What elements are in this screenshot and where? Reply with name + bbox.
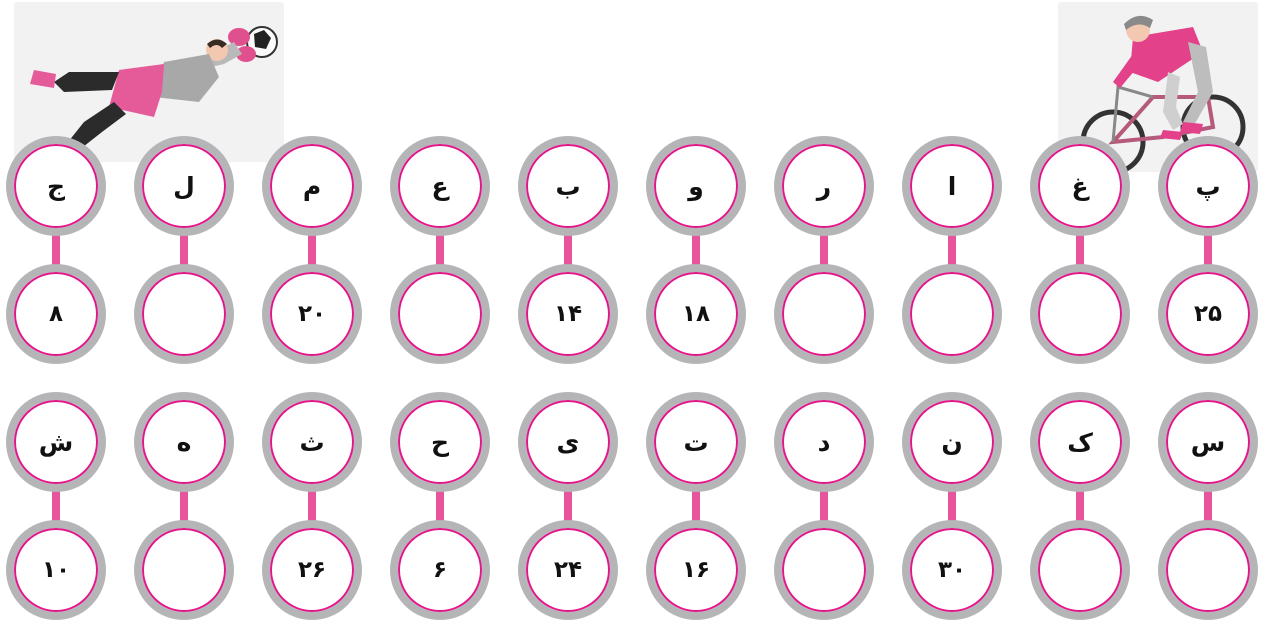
connector-bottom [948,491,956,521]
connector-bottom [820,491,828,521]
number-label: ۳۰ [938,559,966,582]
number-circle[interactable] [1030,520,1130,620]
letter-label: و [688,174,704,199]
number-label: ۱۸ [682,303,710,326]
letter-circle: ه [134,392,234,492]
letter-label: ح [431,430,449,455]
number-circle[interactable]: ۲۴ [518,520,618,620]
letter-circle: س [1158,392,1258,492]
letter-label: ع [431,174,448,199]
number-circle[interactable]: ۲۵ [1158,264,1258,364]
letter-label: پ [1195,174,1220,199]
letter-circle: ح [390,392,490,492]
letter-circle: ث [262,392,362,492]
connector-top [180,235,188,265]
connector-bottom [52,491,60,521]
letter-label: ی [557,430,580,455]
letter-label: ت [683,430,708,455]
number-circle[interactable]: ۶ [390,520,490,620]
connector-bottom [692,491,700,521]
letter-circle: ل [134,136,234,236]
letter-circle: پ [1158,136,1258,236]
connector-top [820,235,828,265]
connector-bottom [564,491,572,521]
connector-top [564,235,572,265]
number-circle[interactable]: ۲۰ [262,264,362,364]
number-circle[interactable] [134,520,234,620]
number-circle[interactable]: ۱۸ [646,264,746,364]
letter-label: ن [941,430,962,455]
number-circle[interactable]: ۲۶ [262,520,362,620]
letter-circle: ب [518,136,618,236]
number-circle[interactable]: ۱۰ [6,520,106,620]
letter-label: ه [177,430,192,455]
connector-top [52,235,60,265]
connector-bottom [308,491,316,521]
letter-label: ش [39,430,74,455]
number-label: ۱۴ [554,303,582,326]
letter-label: س [1191,430,1226,455]
number-label: ۲۴ [554,559,582,582]
letter-label: ا [948,174,957,199]
letter-circle: ت [646,392,746,492]
letter-label: م [303,174,321,199]
letter-circle: ش [6,392,106,492]
letter-circle: ر [774,136,874,236]
letter-circle: ا [902,136,1002,236]
number-circle[interactable]: ۳۰ [902,520,1002,620]
number-circle[interactable]: ۸ [6,264,106,364]
connector-top [308,235,316,265]
number-circle[interactable] [1030,264,1130,364]
letter-circle: ج [6,136,106,236]
number-label: ۲۰ [298,303,326,326]
number-label: ۶ [433,559,447,582]
number-label: ۸ [49,303,63,326]
number-circle[interactable] [902,264,1002,364]
connector-top [436,235,444,265]
letter-label: ک [1067,430,1093,455]
number-label: ۲۵ [1194,303,1222,326]
connector-top [1076,235,1084,265]
number-circle[interactable] [390,264,490,364]
connector-top [948,235,956,265]
connector-top [692,235,700,265]
number-circle[interactable] [774,520,874,620]
letter-circle: ع [390,136,490,236]
letter-circle: و [646,136,746,236]
letter-label: ج [47,174,65,199]
letter-label: ر [817,174,831,199]
letter-label: ث [299,430,324,455]
number-circle[interactable]: ۱۴ [518,264,618,364]
number-circle[interactable]: ۱۶ [646,520,746,620]
number-circle[interactable] [134,264,234,364]
connector-bottom [180,491,188,521]
number-label: ۲۶ [298,559,326,582]
number-circle[interactable] [1158,520,1258,620]
letter-label: ل [173,174,195,199]
number-circle[interactable] [774,264,874,364]
connector-bottom [1204,491,1212,521]
letter-label: ب [555,174,580,199]
number-label: ۱۶ [682,559,710,582]
number-label: ۱۰ [42,559,70,582]
letter-label: د [818,430,831,455]
connector-bottom [1076,491,1084,521]
letter-circle: م [262,136,362,236]
letter-circle: د [774,392,874,492]
letter-circle: ک [1030,392,1130,492]
letter-label: غ [1071,174,1088,199]
letter-circle: ی [518,392,618,492]
connector-top [1204,235,1212,265]
connector-bottom [436,491,444,521]
letter-circle: ن [902,392,1002,492]
letter-circle: غ [1030,136,1130,236]
